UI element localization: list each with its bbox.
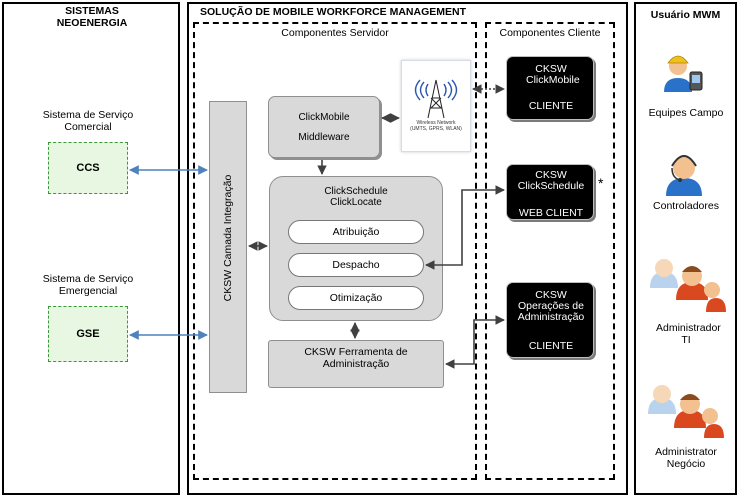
clickschedule-title: ClickSchedule ClickLocate: [324, 186, 388, 208]
user-administrador-ti: Administrador TI: [656, 322, 721, 346]
ferramenta-administracao-label: CKSW Ferramenta de Administração: [304, 346, 408, 370]
client-components-title: Componentes Cliente: [499, 27, 601, 39]
user-equipes-campo: Equipes Campo: [648, 107, 724, 119]
server-components-title: Componentes Servidor: [281, 27, 389, 39]
sistema-comercial-label: Sistema de Serviço Comercial: [42, 109, 134, 133]
usuario-mwm-panel: [634, 2, 737, 495]
user-administrator-negocio: Administrator Negócio: [655, 446, 717, 470]
clickschedule-webclient-box[interactable]: [506, 164, 594, 220]
clickmobile-client-label: CKSW ClickMobile: [526, 63, 580, 86]
wireless-network-caption: Wireless Network (UMTS, GPRS, WLAN): [410, 120, 462, 132]
clickmobile-middleware-label: ClickMobile Middleware: [298, 112, 350, 143]
clickmobile-middleware-box[interactable]: [268, 96, 380, 158]
module-otimizacao[interactable]: Otimização: [288, 286, 424, 310]
sistemas-neoenergia-title: SISTEMAS NEOENERGIA: [56, 5, 128, 29]
clickschedule-asterisk: *: [598, 175, 604, 191]
sistema-emergencial-label: Sistema de Serviço Emergencial: [42, 273, 134, 297]
integration-layer-label: CKSW Camada Integração: [222, 174, 234, 302]
usuario-mwm-title: Usuário MWM: [650, 9, 721, 21]
admin-operations-box[interactable]: [506, 282, 594, 358]
sistemas-neoenergia-panel: [2, 2, 180, 495]
ccs-box[interactable]: CCS: [48, 142, 128, 194]
clickschedule-webclient-sub: WEB CLIENT: [518, 207, 584, 219]
user-controladores: Controladores: [653, 200, 719, 212]
module-despacho[interactable]: Despacho: [288, 253, 424, 277]
module-atribuicao[interactable]: Atribuição: [288, 220, 424, 244]
integration-layer-bar[interactable]: [209, 101, 247, 393]
gse-box[interactable]: GSE: [48, 306, 128, 362]
clickschedule-webclient-label: CKSW ClickSchedule: [517, 169, 585, 192]
ferramenta-administracao-box[interactable]: [268, 340, 444, 388]
wireless-network-card: [401, 60, 471, 152]
clickmobile-client-sub: CLIENTE: [528, 100, 574, 112]
mwm-solution-title: SOLUÇÃO DE MOBILE WORKFORCE MANAGEMENT: [200, 6, 466, 18]
clickmobile-client-box[interactable]: [506, 56, 594, 120]
admin-operations-sub: CLIENTE: [528, 340, 574, 352]
admin-operations-label: CKSW Operações de Administração: [517, 289, 585, 323]
